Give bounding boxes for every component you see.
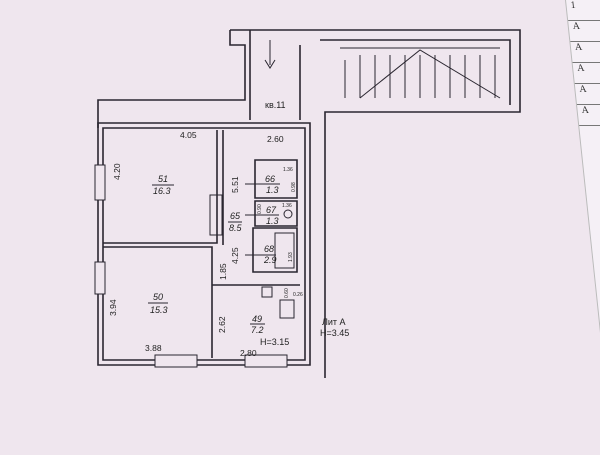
svg-text:66: 66 xyxy=(265,174,275,184)
svg-text:1.3: 1.3 xyxy=(266,185,279,195)
svg-text:49: 49 xyxy=(252,314,262,324)
svg-text:1.85: 1.85 xyxy=(218,263,228,280)
svg-text:0.90: 0.90 xyxy=(257,204,263,214)
room-68: 68 2.9 xyxy=(245,244,277,265)
room-50: 50 15.3 xyxy=(148,292,168,315)
apartment-label: кв.11 xyxy=(265,100,286,110)
room-67: 67 1.3 xyxy=(245,205,279,226)
svg-text:7.2: 7.2 xyxy=(251,325,264,335)
svg-text:50: 50 xyxy=(153,292,163,302)
building-height: H=3.45 xyxy=(320,328,349,338)
svg-text:4.25: 4.25 xyxy=(230,247,240,264)
room-51: 51 16.3 xyxy=(152,174,174,196)
room-65: 65 8.5 xyxy=(228,211,243,233)
svg-text:67: 67 xyxy=(266,205,277,215)
svg-text:2.80: 2.80 xyxy=(240,348,257,358)
svg-text:65: 65 xyxy=(230,211,241,221)
apartment-walls xyxy=(97,122,311,366)
svg-text:2.60: 2.60 xyxy=(267,134,284,144)
svg-text:16.3: 16.3 xyxy=(153,186,171,196)
dimensions: 4.05 2.60 4.20 5.51 4.25 1.85 3.94 2.62 … xyxy=(108,130,303,358)
svg-text:5.51: 5.51 xyxy=(230,176,240,193)
building-litera: Лит А xyxy=(322,317,346,327)
svg-text:0.98: 0.98 xyxy=(291,182,297,192)
svg-text:1.36: 1.36 xyxy=(283,167,293,173)
svg-text:51: 51 xyxy=(158,174,168,184)
windows xyxy=(94,164,288,368)
svg-text:68: 68 xyxy=(264,244,274,254)
svg-text:15.3: 15.3 xyxy=(150,305,168,315)
room-49-kitchen: 49 7.2 H=3.15 xyxy=(250,314,289,347)
svg-text:3.88: 3.88 xyxy=(145,343,162,353)
svg-text:1.93: 1.93 xyxy=(288,252,294,262)
svg-text:0.26: 0.26 xyxy=(293,292,303,298)
svg-text:1.3: 1.3 xyxy=(266,216,279,226)
svg-text:8.5: 8.5 xyxy=(229,223,243,233)
svg-text:2.9: 2.9 xyxy=(263,255,277,265)
svg-text:4.20: 4.20 xyxy=(112,163,122,180)
svg-text:3.94: 3.94 xyxy=(108,299,118,316)
kitchen-height: H=3.15 xyxy=(260,337,289,347)
stairwell xyxy=(97,29,521,378)
svg-text:2.62: 2.62 xyxy=(217,316,227,333)
room-66: 66 1.3 xyxy=(245,174,280,195)
svg-text:0.60: 0.60 xyxy=(284,288,290,298)
svg-text:1.36: 1.36 xyxy=(282,203,292,209)
svg-text:4.05: 4.05 xyxy=(180,130,197,140)
